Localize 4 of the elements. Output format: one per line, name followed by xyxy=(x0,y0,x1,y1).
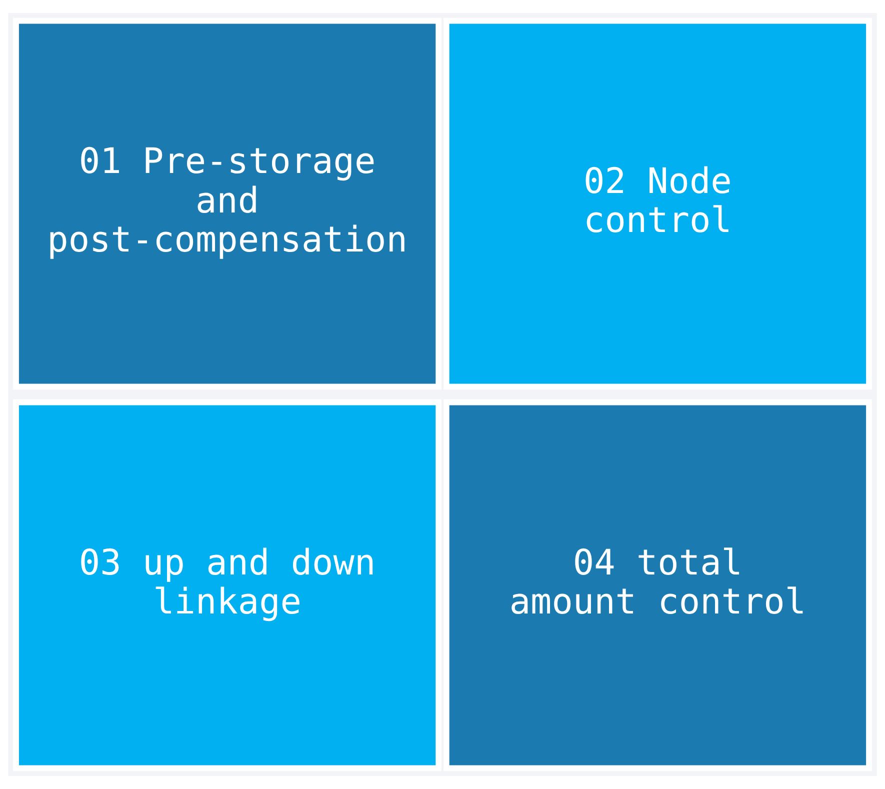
node-box: 04 total amount control xyxy=(443,399,872,772)
node-box: 03 up and down linkage xyxy=(13,399,442,772)
node-box: 01 Pre-storage and post-compensation xyxy=(13,18,442,390)
node-box: 02 Node control xyxy=(443,18,872,390)
